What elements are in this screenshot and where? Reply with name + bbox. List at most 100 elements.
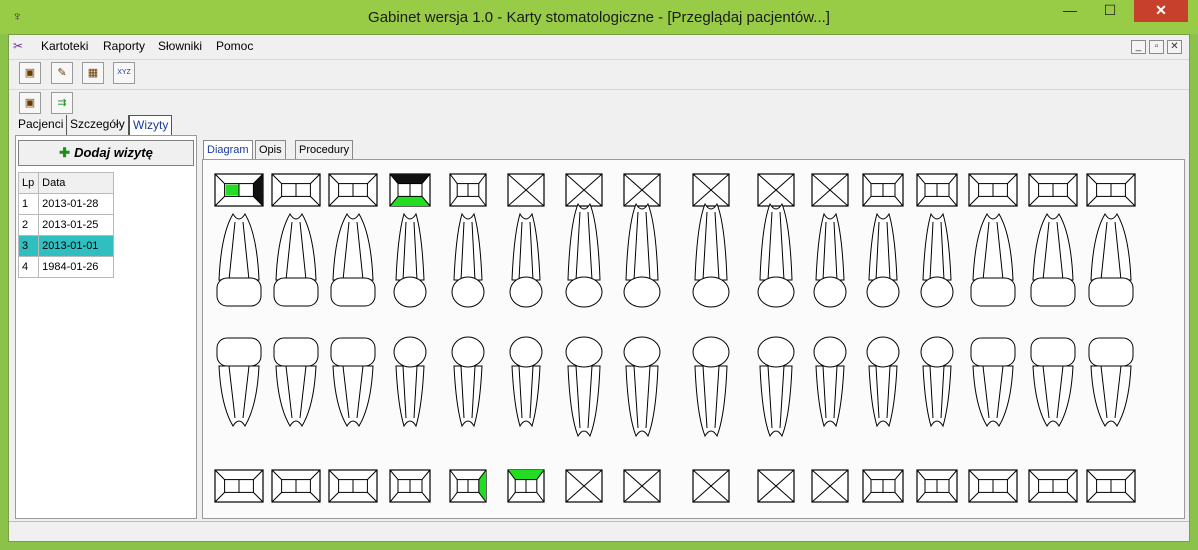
tooth[interactable] xyxy=(273,337,319,427)
tooth-surface xyxy=(862,173,872,184)
lower-tooth-surface-box[interactable] xyxy=(214,469,264,503)
tooth-root xyxy=(929,365,945,419)
upper-tooth-surface-box[interactable] xyxy=(1086,173,1136,207)
upper-tooth-surface-box[interactable] xyxy=(328,173,378,207)
close-button[interactable]: ✕ xyxy=(1134,0,1188,22)
lower-tooth-surface-box[interactable] xyxy=(1028,469,1078,503)
lower-tooth-surface-box[interactable] xyxy=(328,469,378,503)
upper-tooth-surface-box[interactable] xyxy=(214,173,264,207)
upper-tooth-surface-box[interactable] xyxy=(1028,173,1078,207)
upper-tooth-surface-box[interactable] xyxy=(623,173,661,207)
title-bar[interactable]: ♆ Gabinet wersja 1.0 - Karty stomatologi… xyxy=(0,0,1198,34)
tab-opis[interactable]: Opis xyxy=(255,140,286,160)
column-header-data[interactable]: Data xyxy=(38,172,114,194)
tooth-icon[interactable]: ♆ xyxy=(12,8,23,24)
tooth[interactable] xyxy=(866,336,900,428)
tooth[interactable] xyxy=(1030,337,1076,427)
lower-tooth-surface-box[interactable] xyxy=(757,469,795,503)
tooth[interactable] xyxy=(920,212,954,308)
grid-icon[interactable]: ▦ xyxy=(82,62,104,84)
document-x-icon[interactable]: ▣ xyxy=(19,62,41,84)
menu-raporty[interactable]: Raporty xyxy=(103,39,146,53)
tooth[interactable] xyxy=(451,212,485,308)
mdi-minimize-button[interactable]: _ xyxy=(1131,40,1146,54)
lower-tooth-surface-box[interactable] xyxy=(507,469,545,503)
tooth-root xyxy=(402,365,418,419)
mdi-close-button[interactable]: ✕ xyxy=(1167,40,1182,54)
tooth-surface xyxy=(310,492,321,503)
tooth[interactable] xyxy=(1088,213,1134,307)
tab-wizyty[interactable]: Wizyty xyxy=(129,115,173,135)
upper-tooth-surface-box[interactable] xyxy=(968,173,1018,207)
lower-tooth-surface-box[interactable] xyxy=(811,469,849,503)
menu-slowniki[interactable]: Słowniki xyxy=(158,39,203,53)
lower-tooth-surface-box[interactable] xyxy=(968,469,1018,503)
tab-szczegoly[interactable]: Szczegóły xyxy=(67,115,129,135)
maximize-button[interactable]: ☐ xyxy=(1103,2,1117,18)
lower-tooth-surface-box[interactable] xyxy=(389,469,431,503)
tooth-root xyxy=(218,213,260,281)
tooth[interactable] xyxy=(451,336,485,428)
tooth[interactable] xyxy=(813,336,847,428)
menu-kartoteki[interactable]: Kartoteki xyxy=(41,39,89,53)
tooth[interactable] xyxy=(757,202,795,308)
tooth[interactable] xyxy=(692,336,730,438)
pencil-icon[interactable]: ✎ xyxy=(51,62,73,84)
minimize-button[interactable]: — xyxy=(1063,2,1077,18)
tooth[interactable] xyxy=(565,202,603,308)
document-x-icon[interactable]: ▣ xyxy=(19,92,41,114)
column-header-lp[interactable]: Lp xyxy=(17,172,40,194)
upper-tooth-surface-box[interactable] xyxy=(692,173,730,207)
lower-tooth-surface-box[interactable] xyxy=(916,469,958,503)
tooth[interactable] xyxy=(273,213,319,307)
lower-tooth-surface-box[interactable] xyxy=(565,469,603,503)
tab-procedury[interactable]: Procedury xyxy=(295,140,354,160)
tooth[interactable] xyxy=(623,202,661,308)
tooth[interactable] xyxy=(866,212,900,308)
mdi-restore-button[interactable]: ▫ xyxy=(1149,40,1164,54)
lower-tooth-surface-box[interactable] xyxy=(862,469,904,503)
lower-tooth-surface-box[interactable] xyxy=(449,469,487,503)
lower-tooth-surface-box[interactable] xyxy=(623,469,661,503)
tooth[interactable] xyxy=(920,336,954,428)
tooth[interactable] xyxy=(216,337,262,427)
tooth[interactable] xyxy=(393,336,427,428)
tooth[interactable] xyxy=(1030,213,1076,307)
tooth[interactable] xyxy=(509,212,543,308)
tooth[interactable] xyxy=(623,336,661,438)
tooth[interactable] xyxy=(330,337,376,427)
upper-tooth-surface-box[interactable] xyxy=(862,173,904,207)
tooth[interactable] xyxy=(330,213,376,307)
add-row-icon[interactable]: ⇉ xyxy=(51,92,73,114)
upper-tooth-surface-box[interactable] xyxy=(811,173,849,207)
lower-tooth-surface-box[interactable] xyxy=(692,469,730,503)
upper-tooth-surface-box[interactable] xyxy=(271,173,321,207)
upper-tooth-surface-box[interactable] xyxy=(916,173,958,207)
lower-tooth-surface-box[interactable] xyxy=(1086,469,1136,503)
add-visit-button[interactable]: ✚Dodaj wizytę xyxy=(18,140,194,166)
upper-tooth-surface-box[interactable] xyxy=(449,173,487,207)
tooth[interactable] xyxy=(970,337,1016,427)
tooth[interactable] xyxy=(509,336,543,428)
tooth[interactable] xyxy=(1088,337,1134,427)
upper-tooth-surface-box[interactable] xyxy=(757,173,795,207)
menu-pomoc[interactable]: Pomoc xyxy=(216,39,254,53)
tooth[interactable] xyxy=(393,212,427,308)
tooth[interactable] xyxy=(970,213,1016,307)
tooth[interactable] xyxy=(757,336,795,438)
upper-tooth-surface-box[interactable] xyxy=(389,173,431,207)
upper-tooth-surface-box[interactable] xyxy=(565,173,603,207)
xyz-icon[interactable]: XYZ xyxy=(113,62,135,84)
tab-pacjenci[interactable]: Pacjenci xyxy=(15,115,68,135)
tooth[interactable] xyxy=(813,212,847,308)
tooth[interactable] xyxy=(692,202,730,308)
upper-tooth-surface-box[interactable] xyxy=(507,173,545,207)
lower-tooth-surface-box[interactable] xyxy=(271,469,321,503)
tooth[interactable] xyxy=(565,336,603,438)
tooth[interactable] xyxy=(216,213,262,307)
tab-diagram[interactable]: Diagram xyxy=(203,140,253,160)
